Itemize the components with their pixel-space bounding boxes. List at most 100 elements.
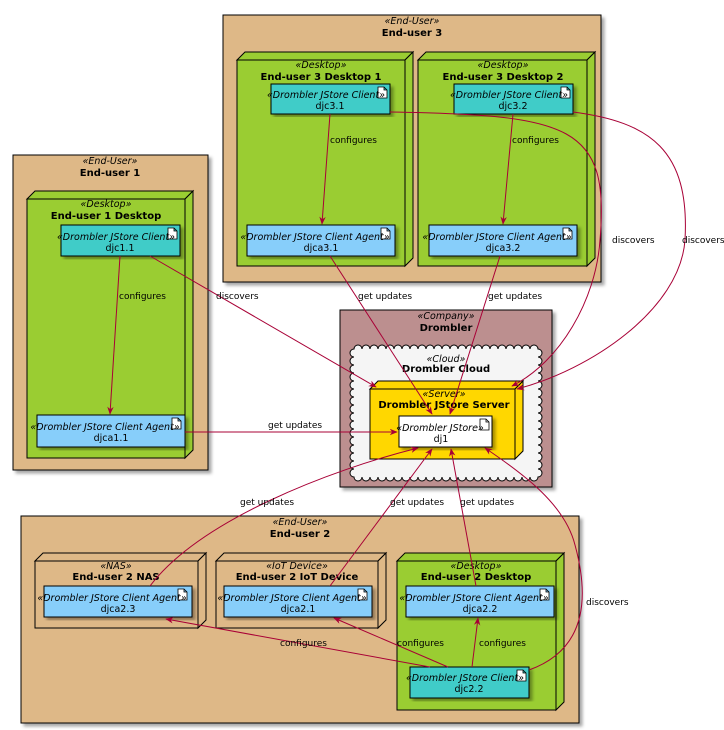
end-user-3-title: End-user 3 [382, 28, 443, 39]
nas-title: End-user 2 NAS [72, 572, 159, 583]
label-configures-1.1: configures [119, 292, 166, 302]
end-user-1-desktop-title: End-user 1 Desktop [51, 211, 161, 222]
label-discovers-1.1: discovers [216, 292, 259, 302]
artifact-icon [479, 418, 490, 431]
djc3.1-name: djc3.1 [315, 101, 344, 112]
djc3.2-artifact: «Drombler JStore Client» djc3.2 [450, 83, 574, 115]
iot-title: End-user 2 IoT Device [236, 572, 359, 583]
djca3.2-artifact: «Drombler JStore Client Agent» djca3.2 [422, 224, 578, 257]
artifact-icon [539, 588, 550, 601]
djc3.1-artifact: «Drombler JStore Client» djc3.1 [267, 83, 391, 115]
label-get-updates-3.1: get updates [358, 292, 412, 302]
djc3.1-stereotype: «Drombler JStore Client» [267, 90, 385, 101]
djca2.2-stereotype: «Drombler JStore Client Agent» [399, 593, 548, 604]
label-configures-2.1: configures [397, 639, 444, 649]
djc2.2-artifact: «Drombler JStore Client» djc2.2 [406, 666, 530, 699]
end-user-3-desktop-1-stereotype: «Desktop» [296, 60, 347, 71]
djca1.1-stereotype: «Drombler JStore Client Agent» [30, 422, 179, 433]
nas-stereotype: «NAS» [100, 561, 131, 572]
djca2.2-name: djca2.2 [463, 604, 498, 615]
djca3.2-stereotype: «Drombler JStore Client Agent» [422, 232, 571, 243]
edge-djc2.2-configures-djca2.2 [471, 617, 481, 668]
label-discovers-3.2: discovers [682, 236, 724, 246]
artifact-icon [167, 227, 178, 240]
djca2.1-name: djca2.1 [281, 604, 316, 615]
djca2.3-artifact: «Drombler JStore Client Agent» djca2.3 [37, 585, 193, 618]
label-get-updates-2.2: get updates [460, 498, 514, 508]
edge-djc1.1-configures-djca1.1 [107, 255, 121, 415]
edge-djca2.3-get-updates-dj1 [149, 446, 419, 587]
djca1.1-name: djca1.1 [94, 433, 129, 444]
dj1-name: dj1 [434, 434, 449, 445]
edge-djc3.2-discovers-server [516, 111, 686, 391]
djca2.1-stereotype: «Drombler JStore Client Agent» [217, 593, 366, 604]
artifact-icon [171, 417, 182, 430]
label-configures-2.2: configures [479, 639, 526, 649]
end-user-1-title: End-user 1 [80, 168, 141, 179]
edge-djca3.1-get-updates-dj1 [329, 255, 433, 415]
artifact-icon [562, 227, 573, 240]
label-configures-2.3: configures [280, 639, 327, 649]
label-get-updates-2.1: get updates [390, 498, 444, 508]
edge-djca2.1-get-updates-dj1 [329, 448, 433, 587]
artifact-icon [357, 588, 368, 601]
label-configures-3.2: configures [512, 136, 559, 146]
label-get-updates-3.2: get updates [488, 292, 542, 302]
company-stereotype: «Company» [418, 311, 475, 322]
djca3.1-artifact: «Drombler JStore Client Agent» djca3.1 [240, 224, 396, 257]
dj1-artifact: «Drombler JStore» dj1 [396, 415, 493, 448]
edge-djc2.2-discovers-dj1 [484, 447, 583, 671]
djca2.3-stereotype: «Drombler JStore Client Agent» [37, 593, 186, 604]
djc1.1-artifact: «Drombler JStore Client» djc1.1 [57, 224, 181, 257]
label-discovers-2.2: discovers [586, 598, 629, 608]
artifact-icon [560, 86, 571, 99]
edge-djc3.1-configures-djca3.1 [319, 113, 331, 225]
djca3.2-name: djca3.2 [486, 243, 521, 254]
end-user-2-stereotype: «End-User» [273, 517, 328, 528]
edge-djc2.2-configures-djca2.3 [165, 617, 431, 668]
artifact-icon [377, 86, 388, 99]
label-discovers-3.1: discovers [612, 236, 655, 246]
djca3.1-name: djca3.1 [304, 243, 339, 254]
djc1.1-stereotype: «Drombler JStore Client» [57, 232, 175, 243]
artifact-icon [177, 588, 188, 601]
end-user-2-desktop-stereotype: «Desktop» [451, 561, 502, 572]
djca1.1-artifact: «Drombler JStore Client Agent» djca1.1 [30, 414, 186, 448]
server-stereotype: «Server» [423, 389, 466, 400]
djca2.2-artifact: «Drombler JStore Client Agent» djca2.2 [399, 585, 555, 618]
cloud-stereotype: «Cloud» [427, 354, 466, 365]
label-get-updates-2.3: get updates [240, 498, 294, 508]
artifact-icon [516, 669, 527, 682]
end-user-3-desktop-2-title: End-user 3 Desktop 2 [443, 72, 564, 83]
djc1.1-name: djc1.1 [105, 243, 134, 254]
label-get-updates-1.1: get updates [268, 421, 322, 431]
end-user-3-desktop-2-stereotype: «Desktop» [478, 60, 529, 71]
end-user-1-stereotype: «End-User» [83, 156, 138, 167]
end-user-2-title: End-user 2 [270, 529, 331, 540]
edge-djc1.1-discovers-server [149, 255, 377, 388]
djca2.3-name: djca2.3 [101, 604, 136, 615]
edge-djc3.1-discovers-server [389, 111, 602, 387]
dj1-stereotype: «Drombler JStore» [396, 423, 484, 434]
djca3.1-stereotype: «Drombler JStore Client Agent» [240, 232, 389, 243]
company-title: Drombler [420, 323, 473, 334]
edge-djca3.2-get-updates-dj1 [449, 255, 501, 415]
server-title: Drombler JStore Server [378, 400, 509, 411]
djc2.2-name: djc2.2 [454, 684, 483, 695]
djc2.2-stereotype: «Drombler JStore Client» [406, 673, 524, 684]
end-user-3-stereotype: «End-User» [385, 16, 440, 27]
djca2.1-artifact: «Drombler JStore Client Agent» djca2.1 [217, 585, 373, 618]
edge-djca2.2-get-updates-dj1 [449, 448, 477, 587]
end-user-2-desktop-title: End-user 2 Desktop [421, 572, 531, 583]
djc3.2-name: djc3.2 [498, 101, 527, 112]
edge-djc3.2-configures-djca3.2 [500, 113, 514, 225]
iot-stereotype: «IoT Device» [266, 561, 328, 572]
edge-djc2.2-configures-djca2.1 [333, 617, 449, 668]
end-user-1-desktop-stereotype: «Desktop» [81, 199, 132, 210]
djc3.2-stereotype: «Drombler JStore Client» [450, 90, 568, 101]
cloud-title: Drombler Cloud [402, 364, 490, 375]
end-user-3-desktop-1-title: End-user 3 Desktop 1 [261, 72, 382, 83]
artifact-icon [380, 227, 391, 240]
label-configures-3.1: configures [330, 136, 377, 146]
